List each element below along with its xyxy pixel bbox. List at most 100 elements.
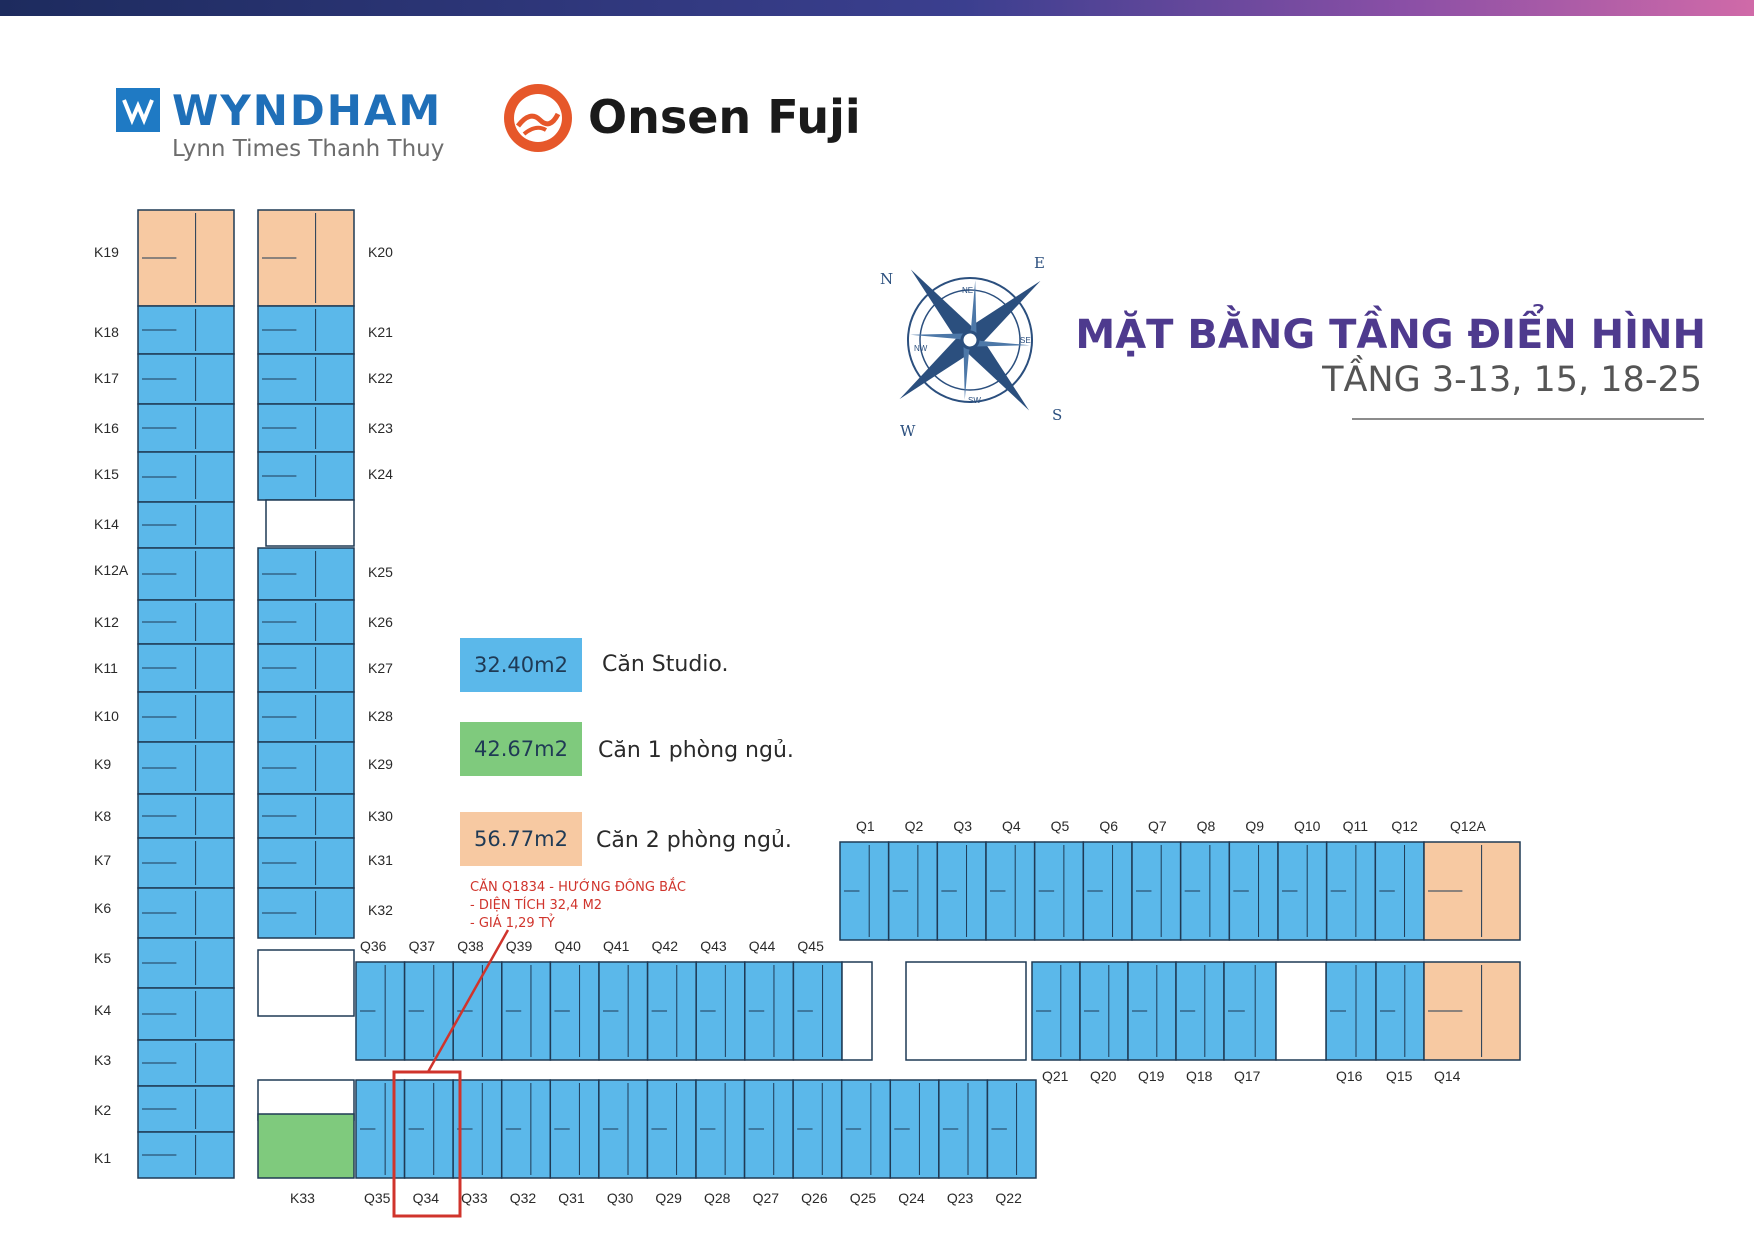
unit-wall-detail — [142, 797, 197, 835]
unit-Q17 — [1223, 961, 1277, 1061]
legend-2br-label: Căn 2 phòng ngủ. — [596, 828, 792, 853]
unit-wall-detail — [142, 841, 197, 885]
label-Q5: Q5 — [1050, 818, 1070, 834]
unit-wall-detail — [360, 965, 386, 1057]
unit-K1 — [137, 1131, 235, 1179]
unit-wall-detail — [1379, 845, 1406, 937]
unit-wall-detail — [142, 991, 197, 1037]
unit-wall-detail — [942, 1083, 969, 1175]
unit-wall-detail — [142, 1135, 197, 1175]
label-Q1: Q1 — [856, 818, 875, 834]
label-K33: K33 — [290, 1190, 315, 1206]
unit-wall-detail — [505, 965, 532, 1057]
unit-wall-detail — [262, 647, 317, 689]
label-K21: K21 — [368, 324, 393, 340]
label-Q36: Q36 — [360, 938, 387, 954]
unit-wall-detail — [262, 551, 317, 597]
label-Q7: Q7 — [1148, 818, 1167, 834]
unit-wall-detail — [262, 695, 317, 739]
label-Q29: Q29 — [655, 1190, 682, 1206]
compass-nw: NW — [914, 344, 928, 353]
legend-1br-label: Căn 1 phòng ngủ. — [598, 738, 794, 763]
unit-wall-detail — [262, 309, 317, 351]
page-title: MẶT BẰNG TẦNG ĐIỂN HÌNH — [1075, 312, 1706, 358]
label-Q3: Q3 — [953, 818, 973, 834]
label-K25: K25 — [368, 564, 393, 580]
label-Q16: Q16 — [1336, 1068, 1363, 1084]
label-K20: K20 — [368, 244, 393, 260]
wyndham-brand-name: WYNDHAM — [172, 86, 443, 135]
label-K7: K7 — [94, 852, 112, 868]
unit-wall-detail — [142, 505, 197, 545]
label-Q8: Q8 — [1196, 818, 1216, 834]
unit-wall-detail — [797, 1083, 823, 1175]
unit-wall-detail — [748, 1083, 775, 1175]
label-K23: K23 — [368, 420, 393, 436]
unit-wall-detail — [1038, 845, 1065, 937]
unit-wall-detail — [1036, 965, 1062, 1057]
unit-wall-detail — [941, 845, 968, 937]
unit-wall-detail — [990, 845, 1016, 937]
unit-wall-detail — [262, 407, 317, 449]
unit-wall-detail — [457, 965, 483, 1057]
compass-rose-icon: N E S W NE SE SW NW — [870, 240, 1070, 440]
unit-wall-detail — [1087, 845, 1114, 937]
label-Q15: Q15 — [1386, 1068, 1413, 1084]
unit-wall-detail — [142, 695, 197, 739]
label-Q42: Q42 — [651, 938, 679, 954]
legend-1br-swatch: 42.67m2 — [460, 722, 582, 776]
unit-wall-detail — [262, 891, 317, 935]
unit-wall-detail — [408, 1083, 435, 1175]
unit-wall-detail — [602, 1083, 629, 1175]
wyndham-logo-icon — [116, 88, 160, 132]
label-K24: K24 — [368, 466, 393, 482]
legend-studio-label: Căn Studio. — [602, 652, 729, 677]
unit-wall-detail — [142, 309, 197, 351]
label-K15: K15 — [94, 466, 119, 482]
unit-wall-detail — [408, 965, 435, 1057]
unit-note-line2: - DIỆN TÍCH 32,4 M2 — [470, 898, 603, 913]
label-Q41: Q41 — [603, 938, 630, 954]
unit-wall-detail — [748, 965, 775, 1057]
unit-wall-detail — [142, 213, 197, 303]
unit-wall-detail — [142, 891, 197, 935]
unit-wall-detail — [262, 841, 317, 885]
unit-wall-detail — [262, 357, 317, 401]
label-Q6: Q6 — [1099, 818, 1119, 834]
unit-wall-detail — [142, 1089, 197, 1129]
label-K30: K30 — [368, 808, 393, 824]
label-Q37: Q37 — [408, 938, 436, 954]
unit-note-line3: - GIÁ 1,29 TỶ — [470, 916, 555, 931]
unit-wall-detail — [700, 1083, 726, 1175]
title-divider — [1352, 418, 1704, 420]
unit-wall-detail — [1180, 965, 1206, 1057]
wyndham-brand-subtitle: Lynn Times Thanh Thuy — [172, 136, 445, 162]
unit-wall-detail — [262, 797, 317, 835]
unit-wall-detail — [1228, 965, 1256, 1057]
unit-wall-detail — [797, 965, 824, 1057]
unit-wall-detail — [1380, 965, 1406, 1057]
floor-range-subtitle: TẦNG 3-13, 15, 18-25 — [1322, 360, 1702, 400]
unit-wall-detail — [894, 1083, 920, 1175]
label-Q14: Q14 — [1434, 1068, 1461, 1084]
label-K18: K18 — [94, 324, 119, 340]
label-K26: K26 — [368, 614, 393, 630]
unit-wall-detail — [1132, 965, 1158, 1057]
label-K6: K6 — [94, 900, 112, 916]
unit-wall-detail — [603, 965, 629, 1057]
label-Q12A: Q12A — [1450, 818, 1486, 834]
unit-note-line1: CĂN Q1834 - HƯỚNG ĐÔNG BẮC — [470, 880, 686, 895]
unit-wall-detail — [1428, 845, 1483, 937]
unit-wall-detail — [142, 407, 197, 449]
unit-wall-detail — [554, 1083, 580, 1175]
label-Q19: Q19 — [1138, 1068, 1165, 1084]
label-Q21: Q21 — [1042, 1068, 1069, 1084]
label-Q25: Q25 — [849, 1190, 877, 1206]
label-Q2: Q2 — [904, 818, 924, 834]
label-K29: K29 — [368, 756, 393, 772]
label-Q40: Q40 — [554, 938, 581, 954]
legend-2br-swatch: 56.77m2 — [460, 812, 582, 866]
label-Q9: Q9 — [1245, 818, 1265, 834]
label-K9: K9 — [94, 756, 112, 772]
unit-wall-detail — [1184, 845, 1211, 937]
